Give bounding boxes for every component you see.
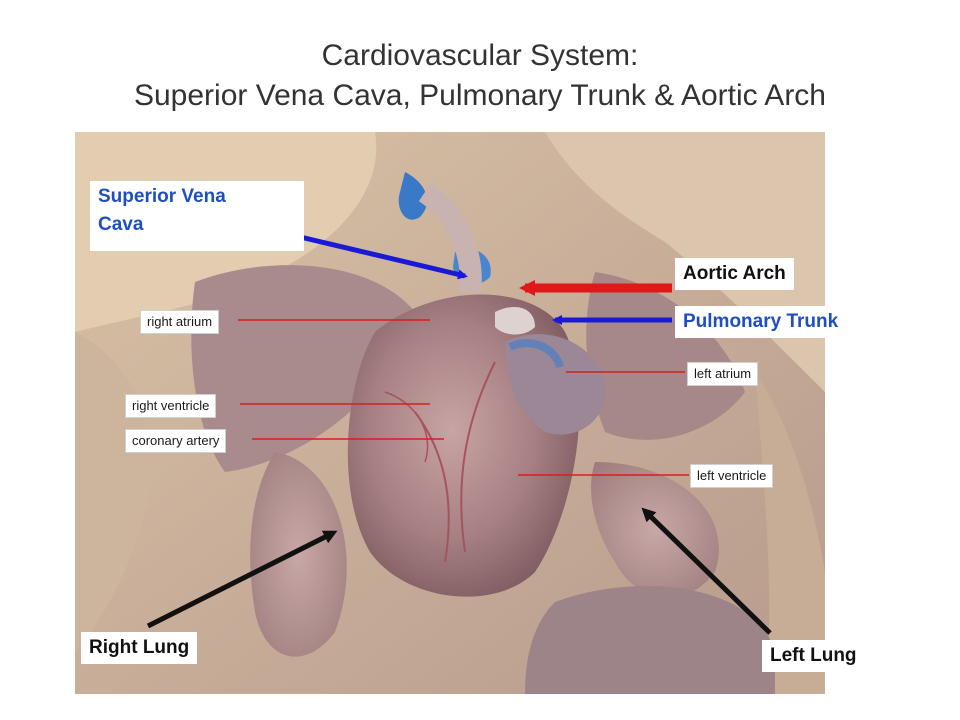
left-lung-arrow: [641, 507, 772, 635]
svc-line-2: Cava: [98, 214, 144, 235]
pulmonary-trunk-label: Pulmonary Trunk: [675, 306, 847, 338]
right-atrium-label: right atrium: [140, 310, 220, 334]
slide-title: Cardiovascular System: Superior Vena Cav…: [0, 36, 960, 116]
left-atrium-label: left atrium: [687, 362, 759, 386]
left-ventricle-label: left ventricle: [690, 464, 774, 488]
aortic-arch-label: Aortic Arch: [675, 258, 794, 290]
title-line-2: Superior Vena Cava, Pulmonary Trunk & Ao…: [133, 79, 826, 112]
superior-vena-cava-label: Superior Vena Cava: [90, 181, 304, 251]
title-line-1: Cardiovascular System:: [321, 39, 639, 72]
svc-line-1: Superior Vena: [98, 186, 226, 207]
right-ventricle-label: right ventricle: [125, 394, 217, 418]
coronary-artery-label: coronary artery: [125, 429, 227, 453]
right-lung-arrow: [146, 530, 338, 629]
left-lung-label: Left Lung: [762, 640, 865, 672]
right-lung-label: Right Lung: [81, 632, 198, 664]
